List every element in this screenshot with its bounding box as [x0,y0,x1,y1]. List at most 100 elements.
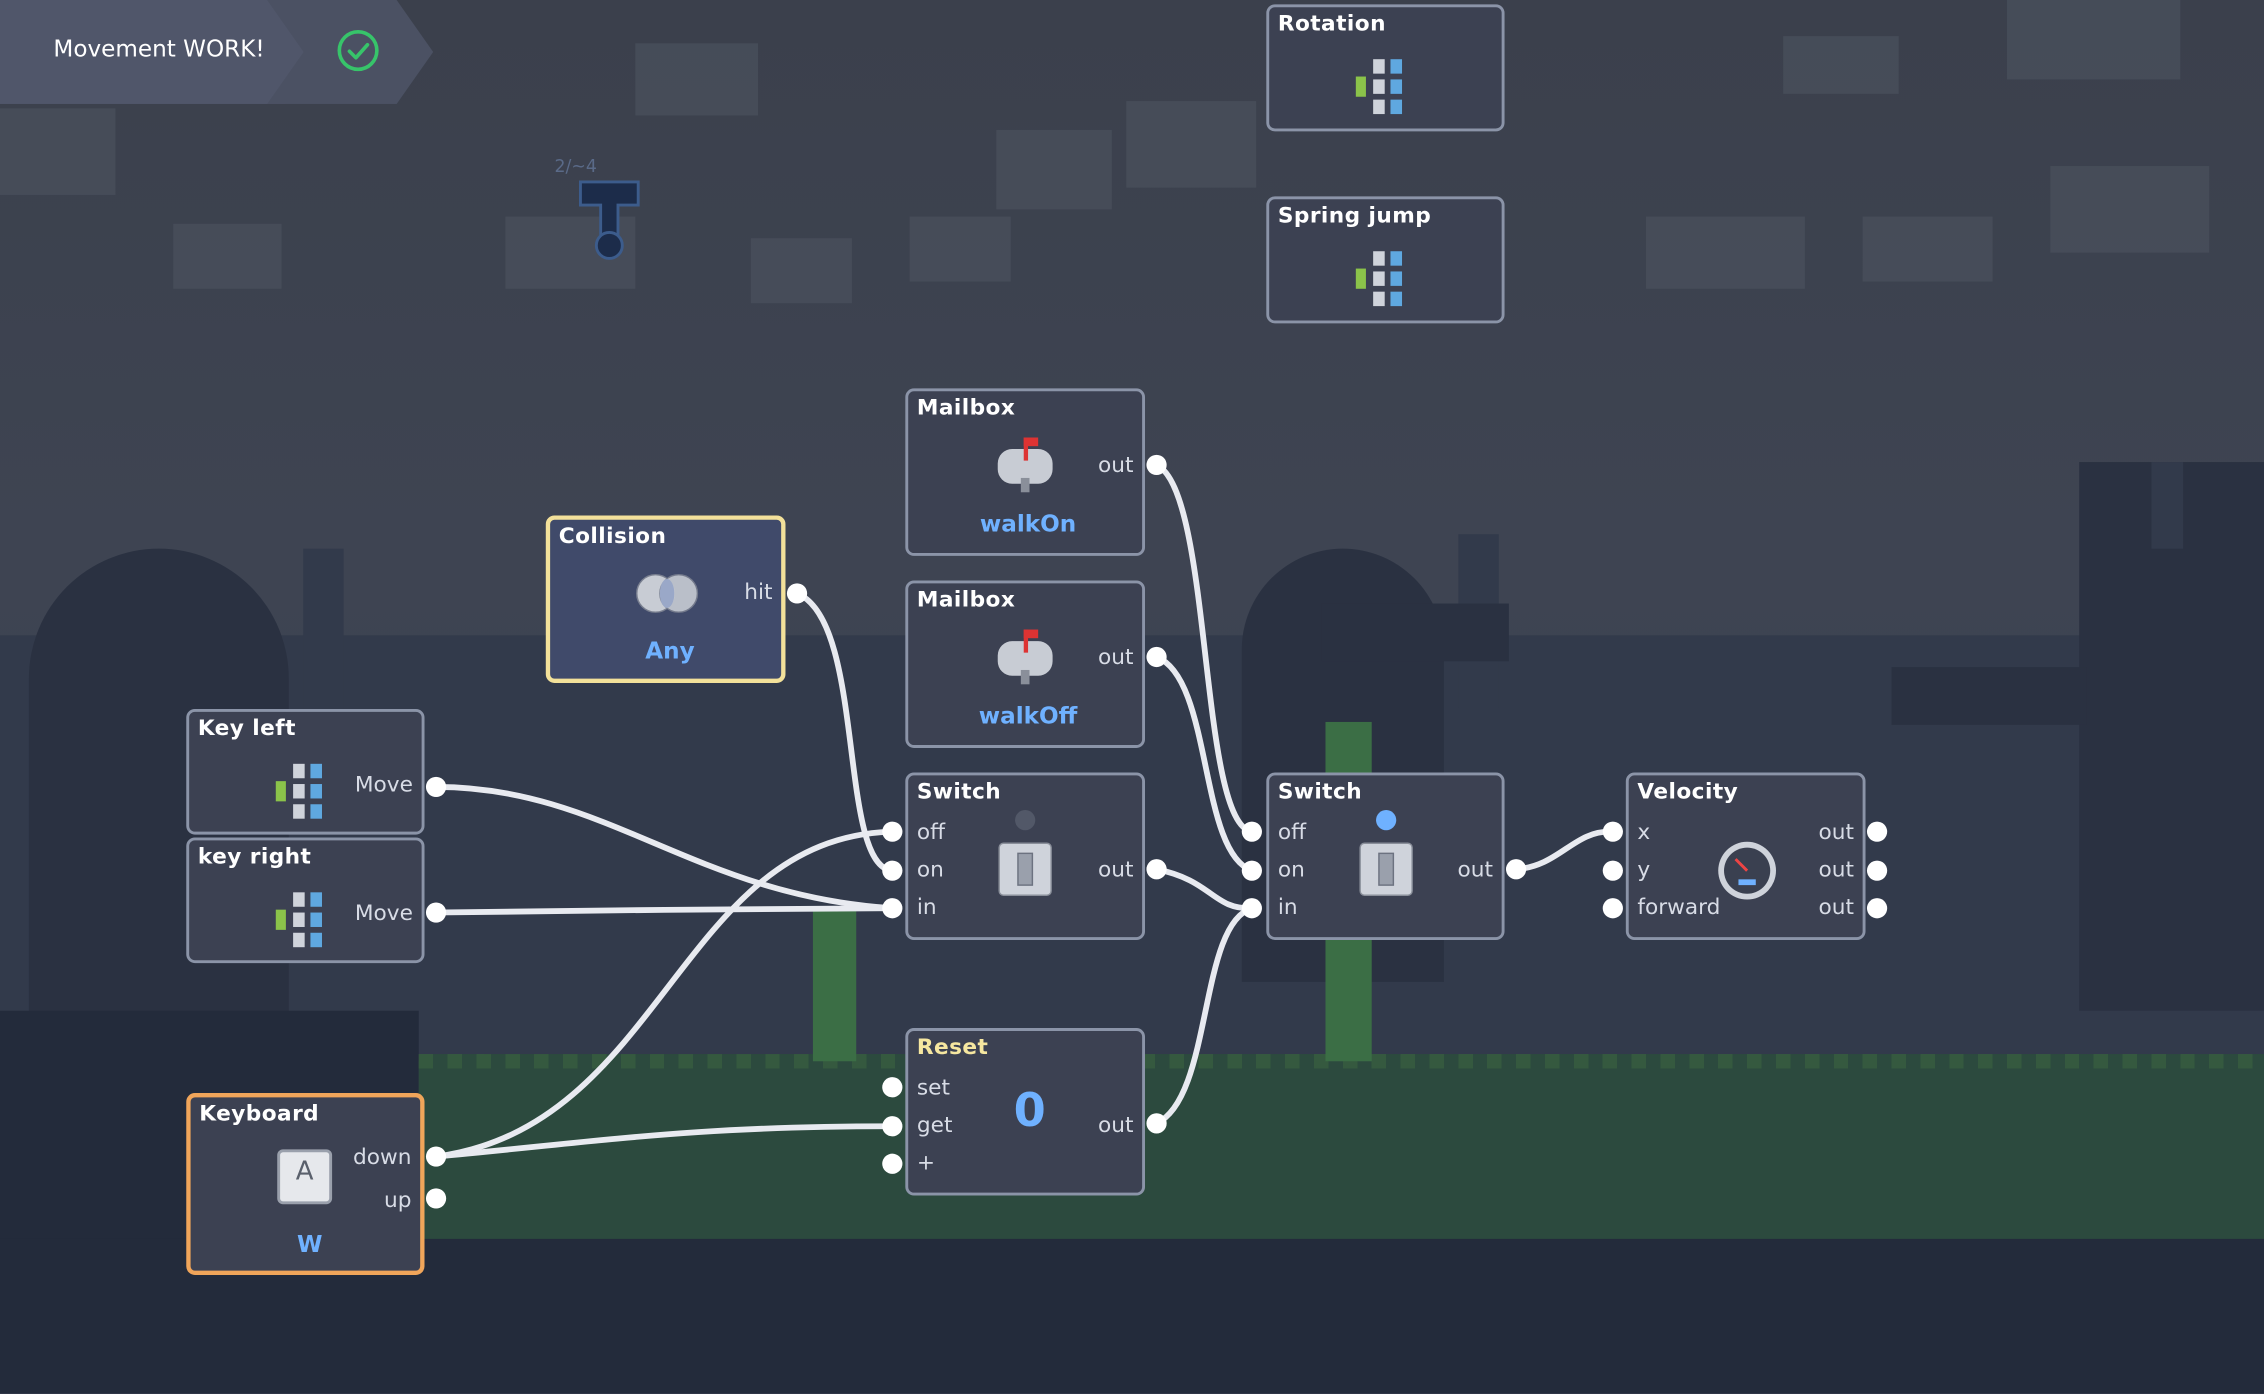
switch-indicator [1015,810,1036,831]
input-port-off[interactable] [1241,821,1262,842]
output-port[interactable] [1146,454,1167,476]
port-label-out-forward: out [1818,893,1854,920]
node-title: Switch [916,778,1002,805]
velocity-node[interactable]: Velocity x y forward out out out [1625,772,1866,940]
mailbox-icon [997,629,1053,685]
key-letter: A [295,1156,314,1187]
collision-node[interactable]: Collision hit Any [545,515,786,683]
collision-icon [636,573,699,613]
input-port-x[interactable] [1602,821,1623,842]
output-port[interactable] [786,583,808,604]
input-port-get[interactable] [882,1116,903,1137]
module-icon [1355,59,1403,115]
port-label-move: Move [354,771,413,798]
mailbox-walkoff-node[interactable]: Mailbox out walkOff [905,580,1146,748]
node-title: Spring jump [1277,202,1432,229]
keyboard-node[interactable]: Keyboard A down up W [186,1093,425,1275]
level-title: Movement WORK! [53,34,265,63]
check-circle-icon [337,29,379,72]
output-port-down[interactable] [425,1146,447,1167]
output-port[interactable] [1505,859,1527,880]
port-label-out-y: out [1818,856,1854,883]
mailbox-icon [997,437,1053,493]
output-port[interactable] [1146,859,1167,880]
switch-node-1[interactable]: Switch off on in out [905,772,1146,940]
hud-counter: 2/~4 [554,155,597,177]
output-port[interactable] [425,776,447,798]
node-title: key right [197,843,312,870]
output-port-y[interactable] [1866,860,1888,881]
cloud [2050,166,2210,253]
cloud [1646,216,1805,289]
cloud [996,129,1112,210]
node-title: Keyboard [199,1100,320,1127]
counter-value: 0 [1013,1082,1046,1138]
port-label-on: on [916,856,944,883]
node-title: Rotation [1277,10,1386,37]
port-label-out: out [1097,451,1134,478]
cloud [173,223,282,289]
mailbox-walkon-node[interactable]: Mailbox out walkOn [905,388,1146,556]
input-port-set[interactable] [882,1077,903,1098]
output-port[interactable] [1146,1113,1167,1134]
input-port-on[interactable] [1241,860,1262,881]
port-label-y: y [1637,856,1651,883]
factory-tower [2079,462,2264,1011]
cloud [1783,36,1899,94]
port-label-out: out [1097,643,1134,670]
node-title: Mailbox [916,586,1016,613]
mailbox-name: walkOff [978,701,1078,730]
spring-jump-node[interactable]: Spring jump [1266,196,1505,324]
switch-node-2[interactable]: Switch off on in out [1266,772,1505,940]
port-label-off: off [1277,818,1307,845]
node-title: Reset [916,1033,989,1060]
catwalk [1321,603,1509,662]
module-icon [1355,251,1403,307]
port-label-plus: + [916,1149,936,1176]
cloud [750,238,852,304]
cloud [909,216,1011,282]
port-label-forward: forward [1637,893,1721,920]
player-spawn-icon[interactable] [575,179,644,263]
cloud [1862,216,1993,282]
input-port-off[interactable] [882,821,903,842]
input-port-in[interactable] [882,898,903,919]
port-label-set: set [916,1074,950,1101]
port-label-hit: hit [744,579,773,605]
port-label-off: off [916,818,946,845]
switch-indicator [1376,810,1397,831]
port-label-on: on [1277,856,1305,883]
module-icon [275,892,322,948]
factory-chimney [303,548,344,722]
node-title: Key left [197,714,296,741]
port-label-move: Move [354,899,413,926]
factory-chimney [2151,462,2184,549]
node-title: Mailbox [916,394,1016,421]
collision-filter: Any [645,636,695,665]
key-right-node[interactable]: key right Move [186,837,425,964]
output-port[interactable] [1146,646,1167,668]
input-port-in[interactable] [1241,898,1262,919]
port-label-in: in [916,893,937,920]
port-label-out: out [1097,856,1134,883]
input-port-forward[interactable] [1602,898,1623,919]
key-left-node[interactable]: Key left Move [186,708,425,835]
port-label-up: up [384,1186,412,1213]
input-port-y[interactable] [1602,860,1623,881]
mailbox-name: walkOn [979,509,1077,538]
input-port-plus[interactable] [882,1153,903,1174]
output-port-x[interactable] [1866,821,1888,842]
input-port-on[interactable] [882,860,903,881]
output-port-forward[interactable] [1866,898,1888,919]
level-banner: Movement WORK! [0,0,434,104]
port-label-x: x [1637,818,1651,845]
node-title: Switch [1277,778,1363,805]
output-port-up[interactable] [425,1188,447,1209]
port-label-get: get [916,1111,953,1138]
rotation-node[interactable]: Rotation [1266,4,1505,132]
port-label-out: out [1457,856,1493,883]
reset-node[interactable]: Reset set get + 0 out [905,1028,1146,1196]
output-port[interactable] [425,902,447,923]
node-title: Velocity [1637,778,1739,805]
level-title-tab[interactable] [0,0,311,104]
